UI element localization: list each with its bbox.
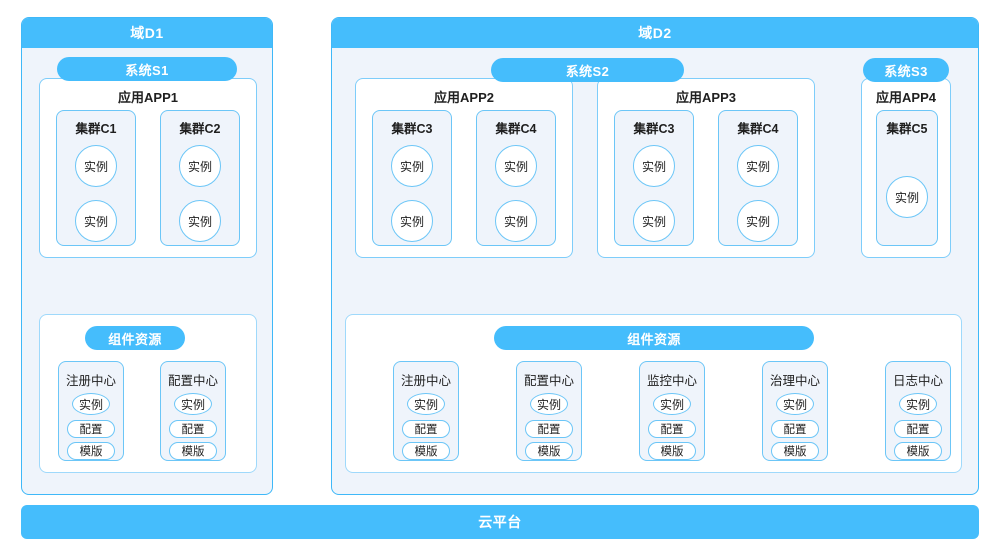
- component-title: 治理中心: [769, 374, 820, 388]
- instance-node[interactable]: 实例: [899, 393, 937, 415]
- cluster-title-c4: 集群C4: [495, 122, 537, 136]
- instance-node[interactable]: 实例: [391, 200, 433, 242]
- component-card-monitor[interactable]: 监控中心 实例 配置 模版: [639, 361, 705, 461]
- config-chip[interactable]: 配置: [648, 420, 696, 438]
- app-box-app2[interactable]: 应用APP2 集群C3 实例 实例 集群C4 实例 实例: [355, 78, 573, 258]
- config-chip[interactable]: 配置: [402, 420, 450, 438]
- cluster-title-c2: 集群C2: [179, 122, 221, 136]
- app-title-app4: 应用APP4: [876, 90, 936, 105]
- template-chip[interactable]: 模版: [67, 442, 115, 460]
- config-chip[interactable]: 配置: [894, 420, 942, 438]
- instance-node[interactable]: 实例: [407, 393, 445, 415]
- template-chip[interactable]: 模版: [402, 442, 450, 460]
- instance-node[interactable]: 实例: [737, 200, 779, 242]
- template-chip[interactable]: 模版: [169, 442, 217, 460]
- component-title: 配置中心: [523, 374, 574, 388]
- instance-node[interactable]: 实例: [75, 200, 117, 242]
- instance-node[interactable]: 实例: [633, 145, 675, 187]
- cluster-box-c5[interactable]: 集群C5 实例: [876, 110, 938, 246]
- component-card-config[interactable]: 配置中心 实例 配置 模版: [516, 361, 582, 461]
- template-chip[interactable]: 模版: [648, 442, 696, 460]
- domain-title-d1: 域D1: [22, 18, 272, 48]
- system-pill-s1[interactable]: 系统S1: [57, 57, 237, 81]
- instance-node[interactable]: 实例: [174, 393, 212, 415]
- app-title-app1: 应用APP1: [118, 90, 178, 105]
- instance-node[interactable]: 实例: [179, 145, 221, 187]
- system-pill-s3[interactable]: 系统S3: [863, 58, 949, 82]
- instance-node[interactable]: 实例: [737, 145, 779, 187]
- template-chip[interactable]: 模版: [771, 442, 819, 460]
- component-card-config[interactable]: 配置中心 实例 配置 模版: [160, 361, 226, 461]
- instance-node[interactable]: 实例: [886, 176, 928, 218]
- component-card-registry[interactable]: 注册中心 实例 配置 模版: [58, 361, 124, 461]
- component-title: 配置中心: [167, 374, 218, 388]
- cluster-title-c5: 集群C5: [886, 122, 928, 136]
- component-resource-section-d1[interactable]: 组件资源 注册中心 实例 配置 模版 配置中心 实例 配置 模版: [39, 314, 257, 473]
- instance-node[interactable]: 实例: [776, 393, 814, 415]
- app-title-app2: 应用APP2: [434, 90, 494, 105]
- instance-node[interactable]: 实例: [633, 200, 675, 242]
- cluster-box-c3[interactable]: 集群C3 实例 实例: [372, 110, 452, 246]
- cluster-box-c1[interactable]: 集群C1 实例 实例: [56, 110, 136, 246]
- template-chip[interactable]: 模版: [894, 442, 942, 460]
- domain-panel-d1[interactable]: 域D1 系统S1 应用APP1 集群C1 实例 实例 集群C2 实例 实例: [21, 17, 273, 495]
- app-title-app3: 应用APP3: [676, 90, 736, 105]
- cluster-title-c4: 集群C4: [737, 122, 779, 136]
- instance-node[interactable]: 实例: [530, 393, 568, 415]
- config-chip[interactable]: 配置: [525, 420, 573, 438]
- cloud-platform-bar[interactable]: 云平台: [21, 505, 979, 539]
- instance-node[interactable]: 实例: [391, 145, 433, 187]
- instance-node[interactable]: 实例: [495, 200, 537, 242]
- component-resource-pill-d2[interactable]: 组件资源: [494, 326, 814, 350]
- cluster-box-c3[interactable]: 集群C3 实例 实例: [614, 110, 694, 246]
- cluster-box-c4[interactable]: 集群C4 实例 实例: [476, 110, 556, 246]
- domain-panel-d2[interactable]: 域D2 系统S2 系统S3 应用APP2 集群C3 实例 实例 集群C4 实例 …: [331, 17, 979, 495]
- component-title: 注册中心: [65, 374, 116, 388]
- instance-node[interactable]: 实例: [653, 393, 691, 415]
- instance-node[interactable]: 实例: [179, 200, 221, 242]
- config-chip[interactable]: 配置: [67, 420, 115, 438]
- instance-node[interactable]: 实例: [72, 393, 110, 415]
- app-box-app4[interactable]: 应用APP4 集群C5 实例: [861, 78, 951, 258]
- template-chip[interactable]: 模版: [525, 442, 573, 460]
- component-title: 注册中心: [400, 374, 451, 388]
- cluster-title-c3: 集群C3: [633, 122, 675, 136]
- app-box-app1[interactable]: 应用APP1 集群C1 实例 实例 集群C2 实例 实例: [39, 78, 257, 258]
- component-resource-pill-d1[interactable]: 组件资源: [85, 326, 185, 350]
- domain-body-d2: 系统S2 系统S3 应用APP2 集群C3 实例 实例 集群C4 实例 实例: [332, 48, 978, 494]
- cluster-box-c4[interactable]: 集群C4 实例 实例: [718, 110, 798, 246]
- config-chip[interactable]: 配置: [169, 420, 217, 438]
- component-card-governance[interactable]: 治理中心 实例 配置 模版: [762, 361, 828, 461]
- instance-node[interactable]: 实例: [495, 145, 537, 187]
- component-card-log[interactable]: 日志中心 实例 配置 模版: [885, 361, 951, 461]
- component-title: 日志中心: [892, 374, 943, 388]
- instance-node[interactable]: 实例: [75, 145, 117, 187]
- component-resource-section-d2[interactable]: 组件资源 注册中心 实例 配置 模版 配置中心 实例 配置 模版 监控中心 实例…: [345, 314, 962, 473]
- cluster-title-c1: 集群C1: [75, 122, 117, 136]
- cluster-box-c2[interactable]: 集群C2 实例 实例: [160, 110, 240, 246]
- component-card-registry[interactable]: 注册中心 实例 配置 模版: [393, 361, 459, 461]
- app-box-app3[interactable]: 应用APP3 集群C3 实例 实例 集群C4 实例 实例: [597, 78, 815, 258]
- config-chip[interactable]: 配置: [771, 420, 819, 438]
- domain-title-d2: 域D2: [332, 18, 978, 48]
- system-pill-s2[interactable]: 系统S2: [491, 58, 684, 82]
- cluster-title-c3: 集群C3: [391, 122, 433, 136]
- component-title: 监控中心: [646, 374, 697, 388]
- domain-body-d1: 系统S1 应用APP1 集群C1 实例 实例 集群C2 实例 实例: [22, 48, 272, 494]
